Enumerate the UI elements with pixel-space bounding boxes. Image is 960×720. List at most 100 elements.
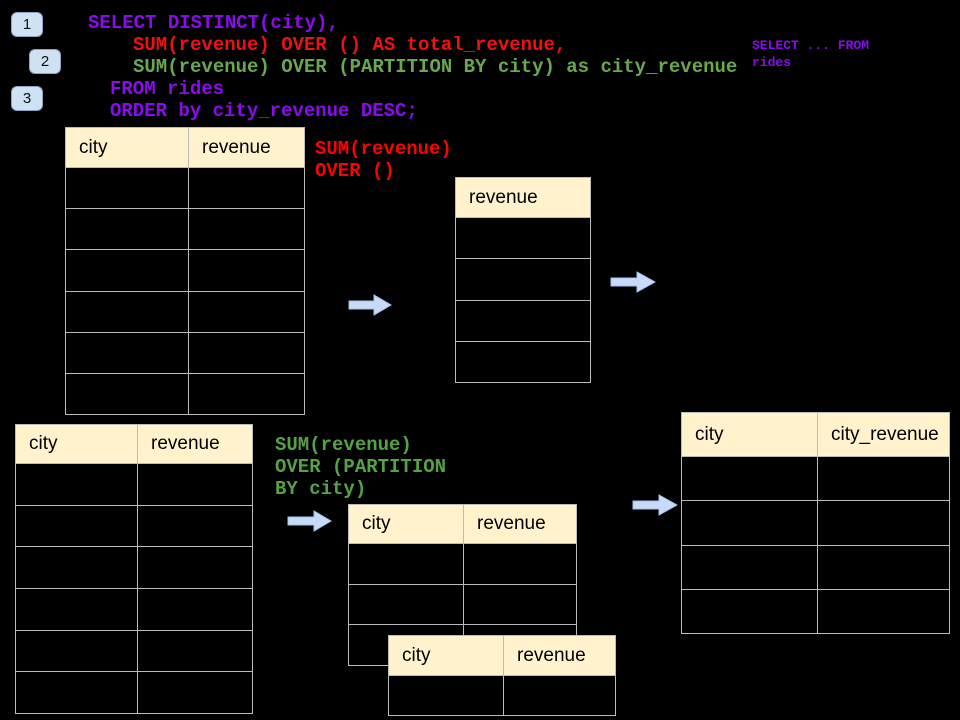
sql-line-order: ORDER by city_revenue DESC; bbox=[110, 100, 418, 122]
table-cell bbox=[189, 292, 304, 332]
table-cell bbox=[138, 547, 252, 588]
table-cell bbox=[138, 589, 252, 630]
table-row bbox=[456, 218, 590, 260]
table-cell bbox=[818, 590, 949, 633]
flow-arrow-right-icon bbox=[348, 294, 392, 316]
table-partition-step: city revenue bbox=[348, 504, 577, 666]
table-cell bbox=[189, 250, 304, 290]
table-cell bbox=[189, 374, 304, 414]
flow-arrow-right-icon bbox=[610, 271, 656, 293]
step-badge-1: 1 bbox=[11, 12, 43, 37]
table-cell bbox=[138, 672, 252, 713]
table-cell bbox=[504, 676, 615, 715]
table-cell bbox=[138, 631, 252, 672]
table-cell bbox=[16, 589, 138, 630]
table-header-row: city city_revenue bbox=[682, 413, 949, 457]
table-cell bbox=[66, 250, 189, 291]
table-row bbox=[456, 259, 590, 301]
table-cell bbox=[189, 209, 304, 249]
table-cell bbox=[16, 547, 138, 589]
table-row bbox=[16, 547, 252, 590]
table-row bbox=[682, 501, 949, 546]
table-row bbox=[66, 332, 304, 374]
table-row bbox=[349, 584, 576, 626]
table-cell bbox=[66, 168, 189, 209]
table-cell bbox=[66, 332, 189, 373]
table-cell bbox=[16, 630, 138, 672]
table-cell bbox=[464, 585, 576, 625]
table-row bbox=[456, 301, 590, 342]
table-source-top: city revenue bbox=[65, 127, 305, 415]
table-cell bbox=[682, 589, 818, 633]
table-total-result: revenue bbox=[455, 177, 591, 383]
table-source-bottom: city revenue bbox=[15, 424, 253, 714]
sql-line-select: SELECT DISTINCT(city), bbox=[88, 12, 339, 34]
column-header-revenue: revenue bbox=[504, 636, 615, 675]
table-row bbox=[16, 630, 252, 673]
table-header-row: city revenue bbox=[349, 505, 576, 544]
column-header-revenue: revenue bbox=[464, 505, 576, 543]
table-partition-result: city city_revenue bbox=[681, 412, 950, 634]
flow-arrow-right-icon bbox=[632, 494, 678, 516]
table-row bbox=[456, 342, 590, 382]
column-header-revenue: revenue bbox=[138, 425, 252, 463]
table-cell bbox=[138, 464, 252, 505]
sql-line-total: SUM(revenue) OVER () AS total_revenue, bbox=[133, 34, 567, 56]
step-badge-3: 3 bbox=[11, 86, 43, 111]
table-row bbox=[66, 373, 304, 415]
table-cell bbox=[16, 672, 138, 714]
column-header-revenue: revenue bbox=[189, 128, 304, 167]
column-header-revenue: revenue bbox=[456, 178, 590, 217]
column-header-city: city bbox=[682, 413, 818, 456]
table-row bbox=[682, 545, 949, 590]
table-cell bbox=[682, 457, 818, 501]
sql-line-from: FROM rides bbox=[110, 78, 225, 100]
table-cell bbox=[16, 464, 138, 505]
table-cell bbox=[456, 218, 590, 258]
annotation-total-window-line1: SUM(revenue) bbox=[315, 138, 452, 160]
column-header-city: city bbox=[16, 425, 138, 463]
table-cell bbox=[66, 373, 189, 415]
table-partition-step-overlay: city revenue bbox=[388, 635, 616, 716]
table-row bbox=[16, 505, 252, 548]
column-header-city: city bbox=[389, 636, 504, 675]
table-cell bbox=[456, 342, 590, 382]
table-cell bbox=[389, 676, 504, 715]
column-header-city: city bbox=[349, 505, 464, 543]
column-header-city-revenue: city_revenue bbox=[818, 413, 949, 456]
table-cell bbox=[349, 544, 464, 584]
table-cell bbox=[682, 545, 818, 589]
table-cell bbox=[464, 544, 576, 584]
table-cell bbox=[66, 209, 189, 250]
table-row bbox=[389, 676, 615, 715]
table-cell bbox=[818, 546, 949, 589]
annotation-partition-window-line2: OVER (PARTITION bbox=[275, 456, 447, 478]
table-row bbox=[66, 168, 304, 210]
flow-arrow-right-icon bbox=[287, 510, 332, 532]
table-cell bbox=[189, 168, 304, 208]
annotation-total-window-line2: OVER () bbox=[315, 160, 395, 182]
table-row bbox=[66, 209, 304, 251]
table-cell bbox=[456, 301, 590, 341]
table-row bbox=[682, 589, 949, 633]
step-badge-2: 2 bbox=[29, 49, 61, 74]
table-row bbox=[16, 464, 252, 506]
table-header-row: city revenue bbox=[66, 128, 304, 168]
sql-line-partition: SUM(revenue) OVER (PARTITION BY city) as… bbox=[133, 56, 738, 78]
table-header-row: city revenue bbox=[389, 636, 615, 676]
table-cell bbox=[349, 584, 464, 625]
table-header-row: city revenue bbox=[16, 425, 252, 464]
side-note-select-from-rides: SELECT ... FROM rides bbox=[752, 38, 870, 70]
table-cell bbox=[456, 259, 590, 299]
table-row bbox=[16, 672, 252, 714]
annotation-partition-window-line3: BY city) bbox=[275, 478, 367, 500]
table-cell bbox=[818, 501, 949, 544]
table-row bbox=[66, 250, 304, 292]
table-header-row: revenue bbox=[456, 178, 590, 218]
table-cell bbox=[818, 457, 949, 500]
table-row bbox=[682, 457, 949, 502]
table-cell bbox=[189, 333, 304, 373]
annotation-partition-window-line1: SUM(revenue) bbox=[275, 434, 412, 456]
table-row bbox=[66, 291, 304, 333]
